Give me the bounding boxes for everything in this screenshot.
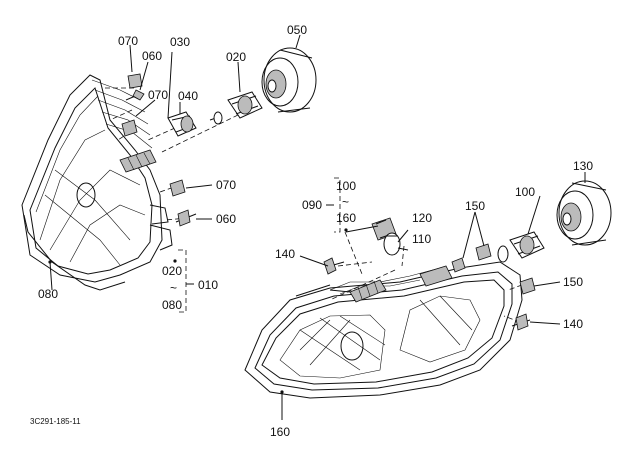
label-150-a: 150 xyxy=(465,199,485,213)
screw-060-a xyxy=(125,89,145,101)
label-080: 080 xyxy=(38,287,58,301)
label-160: 160 xyxy=(270,425,290,439)
label-070-c: 070 xyxy=(216,178,236,192)
socket-040 xyxy=(167,111,197,137)
clips-150-a xyxy=(451,243,492,273)
diagram-code: 3C291-185-11 xyxy=(30,417,81,426)
label-040: 040 xyxy=(178,89,198,103)
label-020: 020 xyxy=(226,50,246,64)
label-070-a: 070 xyxy=(118,34,138,48)
clip-150-b xyxy=(519,277,536,295)
cap-130 xyxy=(556,180,612,246)
screw-140-b xyxy=(511,313,531,331)
label-030: 030 xyxy=(170,35,190,49)
label-060-b: 060 xyxy=(216,212,236,226)
bulb-110 xyxy=(383,232,401,256)
ref-dot xyxy=(173,259,177,263)
right-headlamp xyxy=(244,261,523,399)
label-130: 130 xyxy=(573,159,593,173)
screw-060-b xyxy=(175,209,197,227)
label-080-range: 080 xyxy=(162,298,182,312)
ref-dot xyxy=(48,260,52,264)
ref-dot xyxy=(344,228,348,232)
screw-140-a xyxy=(323,257,345,275)
label-120: 120 xyxy=(412,211,432,225)
label-060-a: 060 xyxy=(142,49,162,63)
label-100-range: 100 xyxy=(336,179,356,193)
clip-070-c xyxy=(169,179,186,197)
label-090: 090 xyxy=(302,198,322,212)
ref-dot xyxy=(280,390,284,394)
label-150-b: 150 xyxy=(563,275,583,289)
clip-070-b xyxy=(121,119,138,137)
bulb-020 xyxy=(209,91,263,125)
label-160-range: 160 xyxy=(336,211,356,225)
label-140-b: 140 xyxy=(563,317,583,331)
label-070-b: 070 xyxy=(148,88,168,102)
label-010: 010 xyxy=(198,278,218,292)
label-020-range: 020 xyxy=(162,264,182,278)
bulb-100 xyxy=(497,231,545,263)
cap-050 xyxy=(261,47,317,113)
label-140-a: 140 xyxy=(275,247,295,261)
tilde-right: ~ xyxy=(342,195,349,209)
label-110: 110 xyxy=(412,232,431,246)
label-050: 050 xyxy=(287,23,307,37)
clip-070-a xyxy=(127,73,143,89)
left-headlamp xyxy=(21,74,173,291)
tilde-left: ~ xyxy=(170,281,177,295)
label-100: 100 xyxy=(515,185,535,199)
